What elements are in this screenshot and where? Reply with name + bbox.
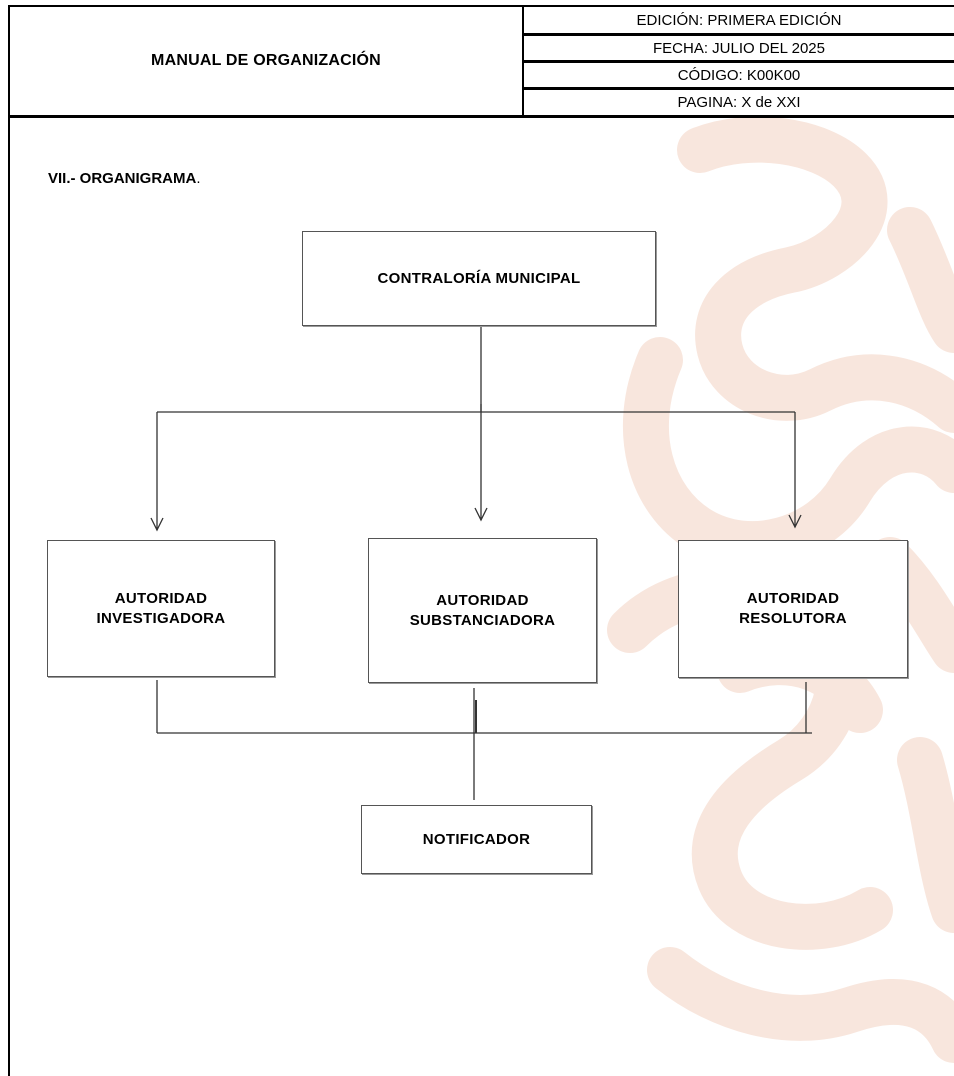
org-box-investigadora-label: AUTORIDAD INVESTIGADORA	[96, 589, 226, 627]
manual-title: MANUAL DE ORGANIZACIÓN	[10, 7, 524, 115]
org-box-substanciadora-label: AUTORIDAD SUBSTANCIADORA	[409, 591, 556, 629]
document-header: MANUAL DE ORGANIZACIÓN EDICIÓN: PRIMERA …	[8, 5, 954, 118]
org-box-resolutora-label: AUTORIDAD RESOLUTORA	[739, 590, 847, 627]
header-page: PAGINA: X de XXI	[677, 94, 801, 111]
org-box-resolutora: AUTORIDAD RESOLUTORA	[678, 540, 908, 678]
org-box-investigadora: AUTORIDAD INVESTIGADORA	[47, 540, 275, 677]
header-date: FECHA: JULIO DEL 2025	[524, 36, 954, 63]
header-code: CÓDIGO: K00K00	[524, 63, 954, 90]
section-title-text: VII.- ORGANIGRAMA	[48, 170, 197, 187]
header-edition: EDICIÓN: PRIMERA EDICIÓN	[524, 7, 954, 36]
section-title-suffix: .	[196, 170, 201, 187]
org-box-substanciadora: AUTORIDAD SUBSTANCIADORA	[368, 538, 597, 683]
org-box-contraloria: CONTRALORÍA MUNICIPAL	[302, 231, 656, 326]
org-box-contraloria-label: CONTRALORÍA MUNICIPAL	[377, 269, 581, 287]
org-box-notificador: NOTIFICADOR	[361, 805, 592, 874]
section-title: VII.- ORGANIGRAMA.	[48, 170, 201, 187]
org-box-notificador-label: NOTIFICADOR	[422, 830, 531, 848]
left-margin-rule	[8, 118, 10, 1076]
